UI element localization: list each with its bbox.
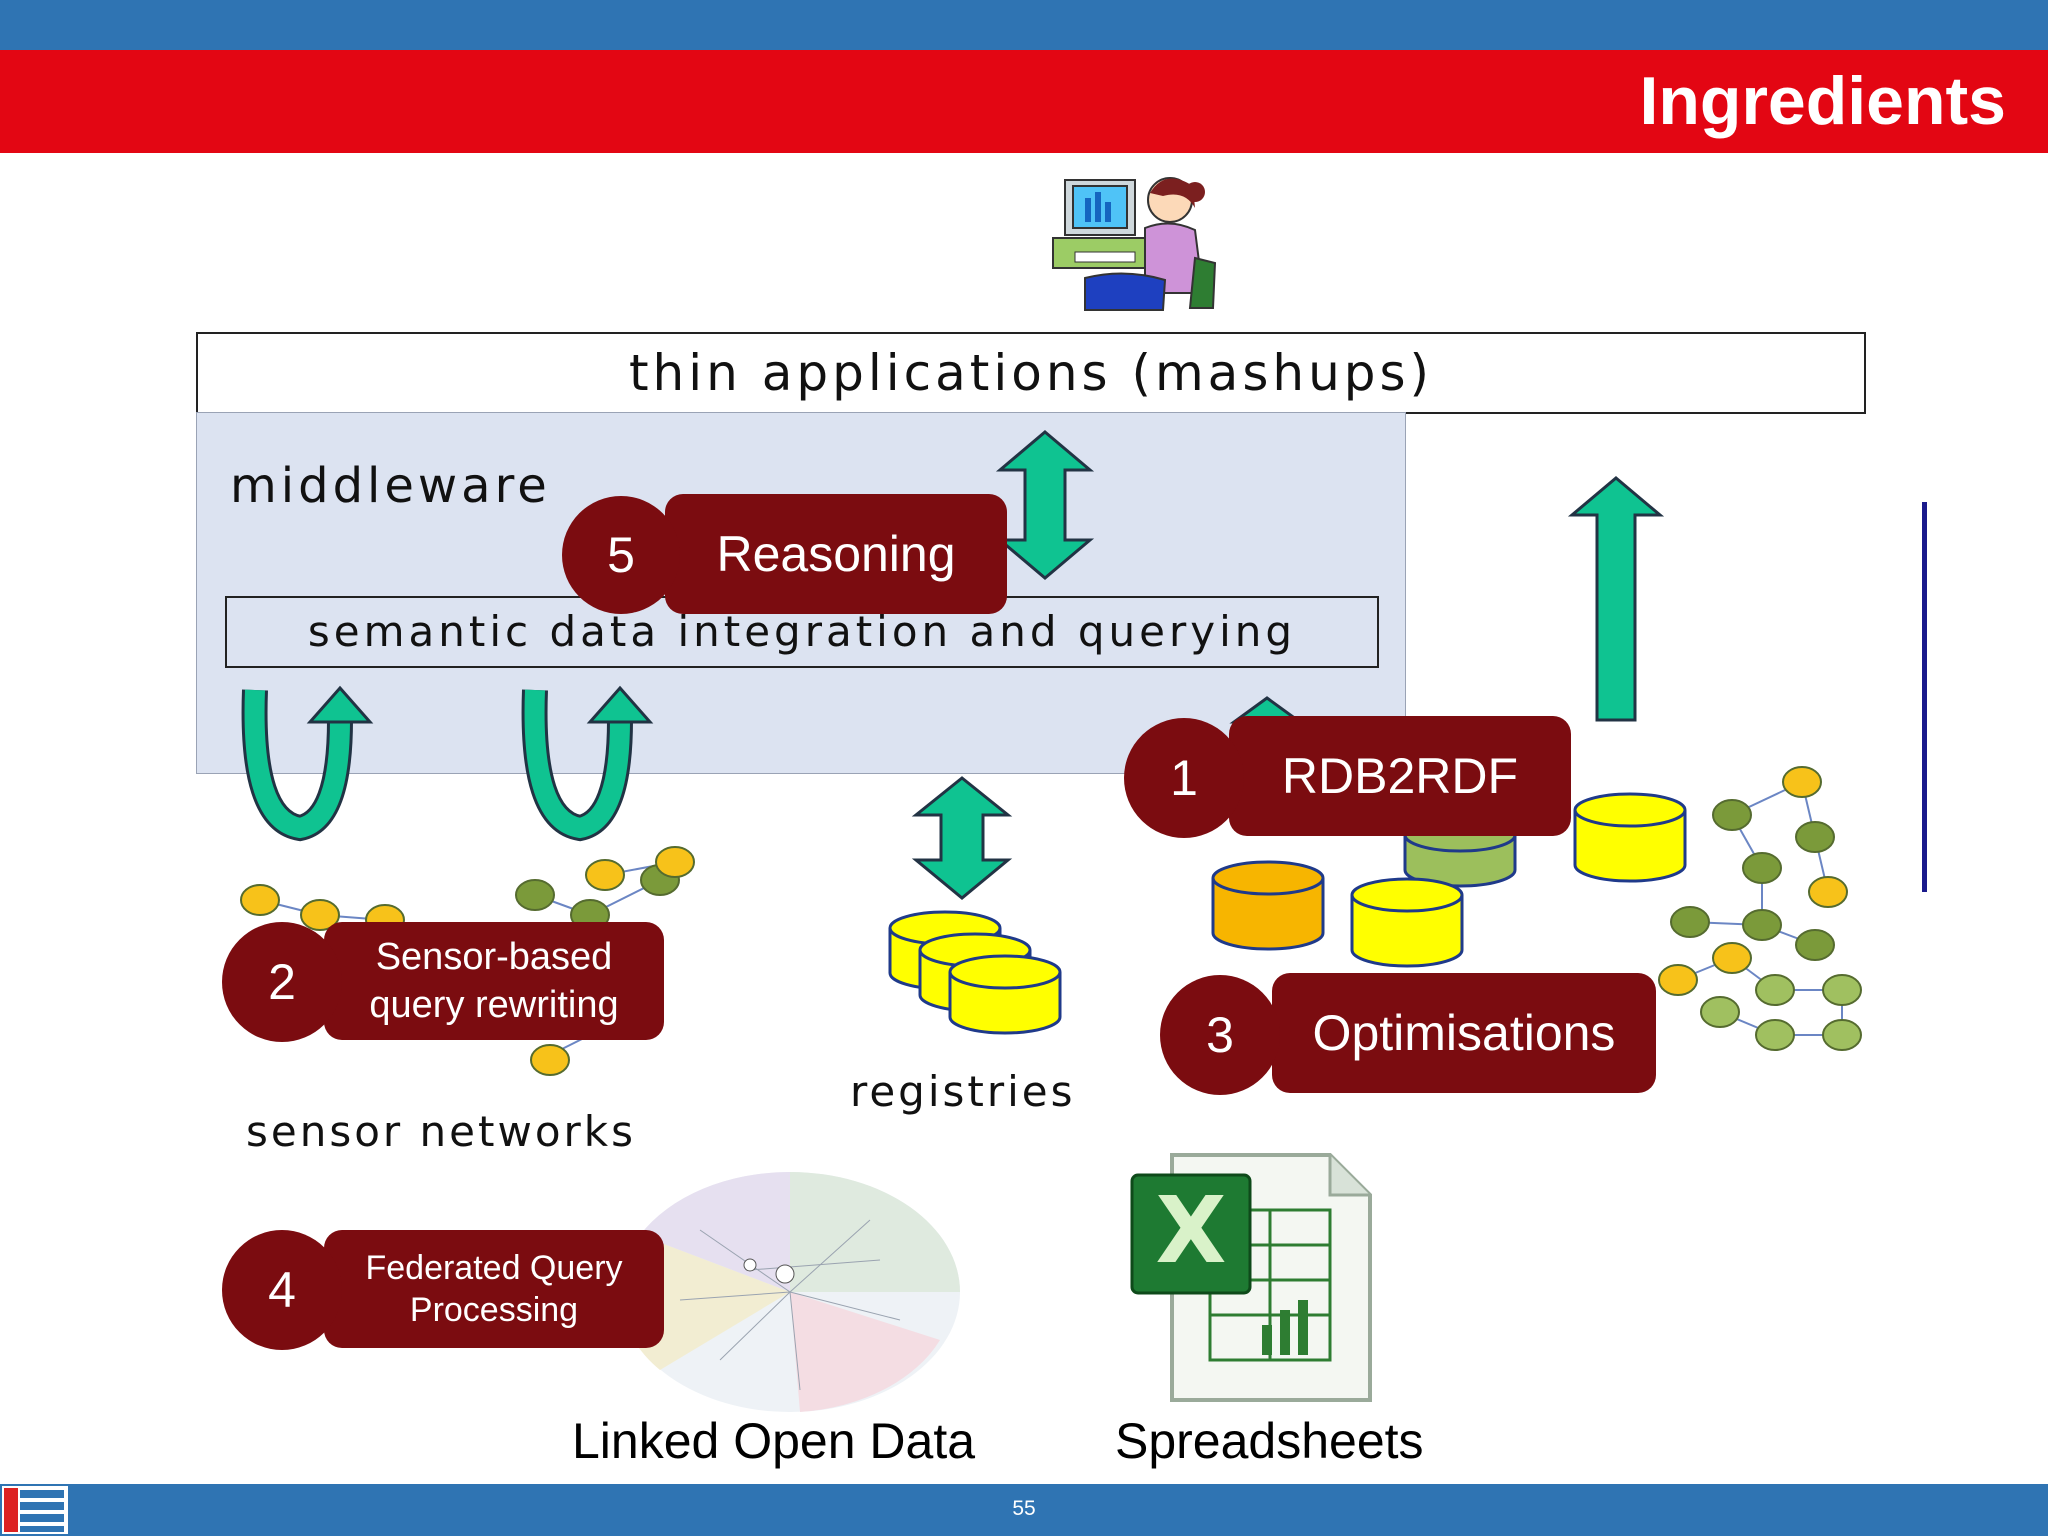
applications-label: thin applications (mashups) [628, 344, 1434, 402]
middleware-label: middleware [230, 458, 551, 514]
applications-layer: thin applications (mashups) [196, 332, 1866, 414]
badge-number-5: 5 [562, 496, 680, 614]
spreadsheet-icon: X [1130, 1153, 1372, 1402]
badge-number-2: 2 [222, 922, 342, 1042]
sensor-rewriting-line1: Sensor-based [375, 936, 613, 978]
title-bar [0, 50, 2048, 153]
linked-data-nodes [1658, 766, 1862, 1051]
badge-number-4: 4 [222, 1230, 342, 1350]
integration-label: semantic data integration and querying [307, 607, 1297, 656]
relational-databases [1211, 792, 1687, 968]
up-arrow-right [1567, 476, 1665, 722]
federated-query-line2: Processing [409, 1291, 579, 1329]
optimisations-label: Optimisations [1272, 973, 1656, 1093]
institution-logo [2, 1486, 68, 1534]
sensor-uturn-arrow-2 [521, 685, 654, 842]
slide-title: Ingredients [1639, 63, 2007, 139]
footer-bar [0, 1484, 2048, 1536]
sensor-uturn-arrow-1 [241, 685, 374, 842]
double-arrow-apps [995, 430, 1095, 580]
badge-number-3: 3 [1160, 975, 1280, 1095]
registries-label: registries [850, 1067, 1076, 1116]
badge-number-1: 1 [1124, 718, 1244, 838]
reasoning-label: Reasoning [665, 494, 1007, 614]
linked-open-data-label: Linked Open Data [572, 1413, 976, 1469]
spreadsheets-label: Spreadsheets [1115, 1413, 1424, 1469]
registries-databases [888, 910, 1062, 1035]
federated-query-line1: Federated Query [365, 1249, 623, 1287]
page-number: 55 [1012, 1497, 1036, 1520]
sensor-networks-label: sensor networks [246, 1107, 636, 1156]
bracket-line [1922, 502, 1927, 892]
double-arrow-registries [911, 776, 1013, 900]
integration-layer: semantic data integration and querying [225, 596, 1379, 668]
computer-user-icon [1052, 177, 1217, 311]
sensor-rewriting-label: Sensor-based query rewriting [324, 922, 664, 1040]
svg-text:X: X [1156, 1177, 1227, 1284]
top-bar [0, 0, 2048, 50]
linked-open-data-cloud [619, 1171, 960, 1412]
federated-query-label: Federated Query Processing [324, 1230, 664, 1348]
rdb2rdf-label: RDB2RDF [1229, 716, 1571, 836]
sensor-rewriting-line2: query rewriting [369, 984, 619, 1026]
